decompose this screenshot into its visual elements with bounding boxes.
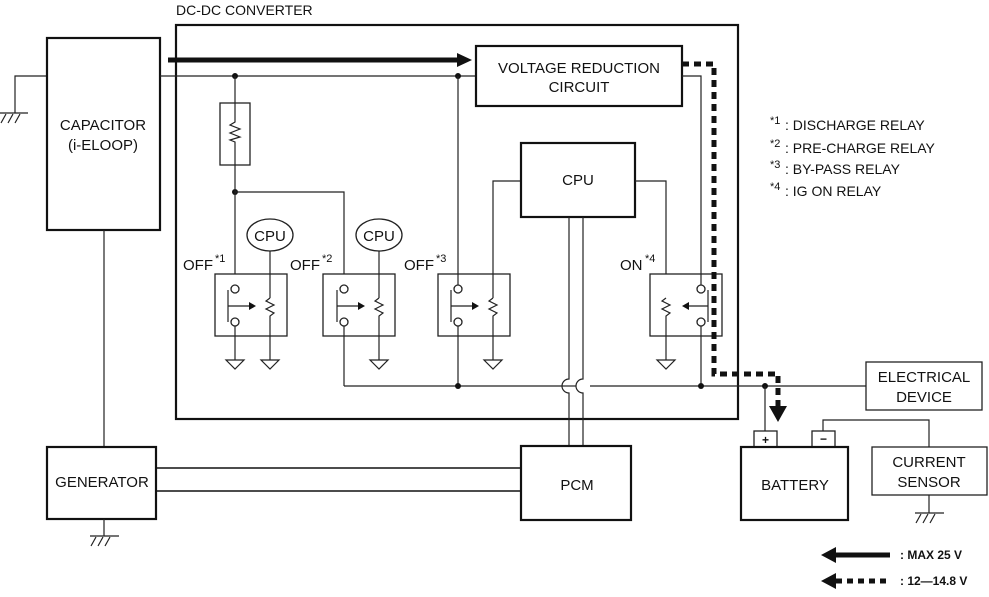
relay-bypass: OFF *3 — [404, 76, 521, 386]
relay-precharge: CPU OFF *2 — [290, 218, 403, 386]
minus-sign: − — [820, 432, 827, 446]
voltage-reduction-circuit-box: VOLTAGE REDUCTION CIRCUIT — [474, 44, 684, 108]
battery-sensor-wire — [822, 419, 930, 447]
note-1-ref: *1 — [770, 115, 780, 127]
legend-dotted-label: : 12—14.8 V — [900, 574, 967, 588]
current-sensor-sublabel: SENSOR — [897, 474, 961, 491]
relay-4-ref: *4 — [645, 253, 655, 265]
legend-solid-arrow-icon — [821, 547, 890, 563]
cpu-main-label: CPU — [562, 172, 594, 189]
legend-dotted-arrow-icon — [821, 573, 890, 589]
relay-2-state: OFF — [290, 257, 320, 274]
pcm-box: PCM — [519, 444, 633, 522]
ground-symbol — [655, 359, 677, 370]
cpu-pcm-wires — [561, 217, 584, 446]
voltage-reduction-label: VOLTAGE REDUCTION — [498, 60, 660, 77]
max-25v-arrowhead — [457, 53, 472, 67]
electrical-device-label: ELECTRICAL — [878, 369, 971, 386]
ground-symbol — [482, 359, 504, 370]
note-2-ref: *2 — [770, 138, 780, 150]
note-3-text: : BY-PASS RELAY — [785, 161, 901, 177]
relay-ig-on: ON *4 — [620, 75, 723, 386]
precharge-wire — [235, 191, 345, 290]
legend: : MAX 25 V : 12—14.8 V — [821, 547, 967, 589]
relay-3-ref: *3 — [436, 253, 446, 265]
charging-flow-path — [682, 61, 781, 408]
relay-1-state: OFF — [183, 257, 213, 274]
converter-title: DC-DC CONVERTER — [176, 2, 313, 18]
relay-discharge: CPU OFF *1 — [183, 218, 294, 370]
cpu-bubble-1-label: CPU — [254, 228, 286, 245]
note-1-text: : DISCHARGE RELAY — [785, 117, 925, 133]
current-sensor-label: CURRENT — [892, 454, 965, 471]
note-4-ref: *4 — [770, 181, 780, 193]
electrical-device-sublabel: DEVICE — [896, 389, 952, 406]
voltage-reduction-sublabel: CIRCUIT — [549, 79, 610, 96]
relay-notes: *1 : DISCHARGE RELAY *2 : PRE-CHARGE REL… — [770, 115, 936, 199]
generator-box: GENERATOR — [45, 445, 158, 547]
relay-4-state: ON — [620, 257, 643, 274]
legend-solid-label: : MAX 25 V — [900, 548, 962, 562]
charging-flow-arrowhead — [769, 406, 787, 422]
relay-3-state: OFF — [404, 257, 434, 274]
cpu-main-box: CPU — [519, 141, 637, 219]
battery-box: + − BATTERY — [739, 430, 850, 522]
relay-1-ref: *1 — [215, 253, 225, 265]
converter-outline — [174, 23, 740, 421]
ground-symbol — [259, 359, 281, 370]
resistor — [219, 76, 251, 188]
cpu-relay4-wire — [635, 180, 667, 298]
capacitor-box: CAPACITOR (i-ELOOP) — [45, 36, 162, 232]
pcm-label: PCM — [560, 477, 593, 494]
note-3-ref: *3 — [770, 159, 780, 171]
capacitor-ground — [0, 75, 46, 124]
note-2-text: : PRE-CHARGE RELAY — [785, 140, 936, 156]
generator-label: GENERATOR — [55, 474, 149, 491]
ground-symbol — [224, 359, 246, 370]
plus-sign: + — [762, 433, 769, 447]
note-4-text: : IG ON RELAY — [785, 183, 882, 199]
capacitor-sublabel: (i-ELOOP) — [68, 137, 138, 154]
current-sensor-box: CURRENT SENSOR — [871, 446, 988, 524]
cpu-bubble-2-label: CPU — [363, 228, 395, 245]
ground-symbol — [368, 359, 390, 370]
battery-label: BATTERY — [761, 477, 829, 494]
electrical-device-box: ELECTRICAL DEVICE — [865, 361, 983, 411]
capacitor-label: CAPACITOR — [60, 117, 146, 134]
relay-2-ref: *2 — [322, 253, 332, 265]
output-bus — [344, 383, 866, 432]
